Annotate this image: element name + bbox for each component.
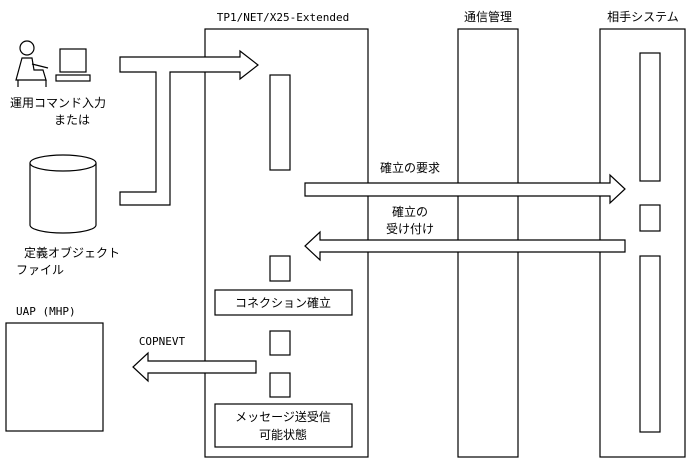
input-merge-arrows <box>119 49 259 206</box>
tp1-column-header: TP1/NET/X25-Extended <box>217 11 349 24</box>
accept-label-2: 受け付け <box>386 222 434 236</box>
request-arrow <box>304 173 626 205</box>
database-cylinder-icon <box>29 154 97 234</box>
definition-file-label-1: 定義オブジェクト <box>24 245 120 260</box>
ready-state-label-2: 可能状態 <box>259 427 307 442</box>
request-label: 確立の要求 <box>380 160 440 175</box>
tp1-activation-3 <box>269 330 291 356</box>
partner-column-header: 相手システム <box>607 10 679 24</box>
accept-arrow <box>304 230 626 262</box>
uap-box <box>5 322 104 432</box>
partner-activation-3 <box>639 255 661 433</box>
uap-label: UAP (MHP) <box>16 305 76 318</box>
tp1-activation-4 <box>269 372 291 398</box>
person-at-computer-icon <box>15 40 91 87</box>
tp1-activation-1 <box>269 74 291 171</box>
tp1-activation-2 <box>269 255 291 282</box>
op-command-label-1: 運用コマンド入力 <box>10 96 106 110</box>
comm-column-header: 通信管理 <box>464 9 512 24</box>
ready-state-box <box>214 403 353 448</box>
op-command-label-2: または <box>54 113 90 127</box>
definition-file-label-2: ファイル <box>16 263 64 277</box>
partner-activation-2 <box>639 204 661 232</box>
connection-established-label: コネクション確立 <box>235 295 331 310</box>
ready-state-label-1: メッセージ送受信 <box>235 409 331 424</box>
accept-label-1: 確立の <box>392 204 428 219</box>
connection-established-box <box>214 289 353 316</box>
copnevt-label: COPNEVT <box>139 335 186 348</box>
partner-activation-1 <box>639 52 661 182</box>
copnevt-arrow <box>132 351 257 383</box>
